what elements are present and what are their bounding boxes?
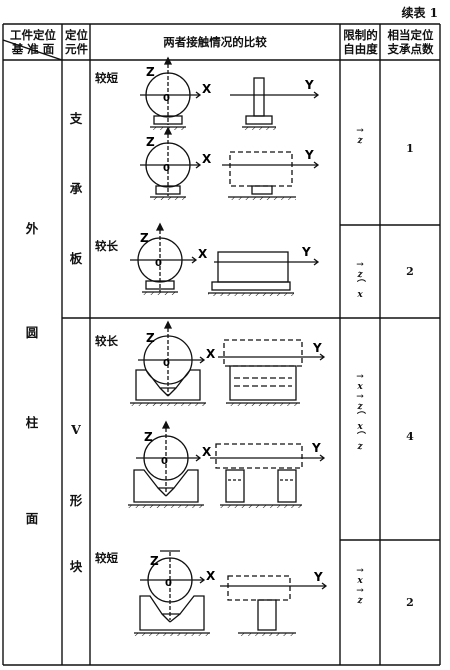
figure-two-vblock-end	[128, 420, 204, 508]
figure-short-plate-side	[230, 77, 320, 130]
axis-z-label: Z	[140, 231, 149, 245]
axis-z-label: Z	[146, 135, 155, 149]
header-locating-element: 定位 元件	[65, 28, 88, 56]
header-datum-surface: 工件定位 基 准 面	[10, 28, 56, 56]
continued-table-label: 续表 1	[401, 6, 438, 20]
points-short-plate: 1	[406, 142, 414, 155]
origin-label: 0	[155, 258, 162, 269]
length-label-short-vblock: 较短	[95, 551, 118, 565]
axis-y-label: Y	[313, 570, 323, 584]
figure-long-vblock-side	[218, 339, 326, 406]
header-constrained-dof: 限制的 自由度	[343, 28, 378, 56]
figure-short-plate-end	[140, 56, 202, 130]
axis-x-label: X	[206, 347, 216, 361]
points-long-plate: 2	[406, 265, 414, 278]
points-short-vblock: 2	[406, 596, 414, 609]
points-vblock-long: 4	[406, 430, 414, 443]
datum-char-1: 外	[25, 221, 39, 236]
length-label-long-plate: 较长	[95, 239, 118, 253]
origin-label: 0	[161, 456, 168, 467]
axis-z-label: Z	[150, 554, 159, 568]
axis-y-label: Y	[304, 148, 314, 162]
header-support-points: 相当定位 支承点数	[387, 28, 434, 56]
v-block-char-2: 形	[69, 493, 83, 508]
origin-label: 0	[163, 358, 170, 369]
figure-short-plate-2-side	[222, 151, 320, 200]
length-label-short-plate: 较短	[95, 71, 118, 85]
length-label-long-vblock: 较长	[95, 334, 118, 348]
figure-long-plate-end	[130, 222, 198, 295]
axis-x-label: X	[202, 152, 212, 166]
axis-z-label: Z	[146, 331, 155, 345]
origin-label: 0	[163, 93, 170, 104]
v-block-char-3: 块	[69, 559, 83, 574]
axis-x-label: X	[198, 247, 208, 261]
axis-y-label: Y	[304, 78, 314, 92]
figure-short-vblock-side	[220, 575, 328, 636]
support-plate-char-2: 承	[69, 181, 83, 196]
figure-long-plate-side	[208, 251, 320, 296]
axis-x-label: X	[202, 445, 212, 459]
figure-long-vblock-end	[130, 320, 206, 406]
origin-label: 0	[163, 163, 170, 174]
figure-two-vblock-side	[210, 443, 326, 508]
datum-char-3: 柱	[25, 415, 39, 430]
header-contact-comparison: 两者接触情况的比较	[163, 35, 267, 49]
axis-y-label: Y	[312, 341, 322, 355]
axis-x-label: X	[206, 569, 216, 583]
axis-y-label: Y	[301, 245, 311, 259]
dof-short-plate: →z	[356, 126, 364, 146]
dof-long-vblock: →x →z ⌒x ⌒z	[355, 372, 365, 452]
axis-x-label: X	[202, 82, 212, 96]
support-plate-char-1: 支	[69, 111, 83, 126]
origin-label: 0	[165, 578, 172, 589]
dof-long-plate: →z ⌒x	[355, 260, 365, 300]
axis-z-label: Z	[146, 65, 155, 79]
datum-char-4: 面	[25, 511, 39, 526]
v-block-char-1: V	[71, 422, 81, 437]
support-plate-char-3: 板	[69, 251, 83, 266]
datum-char-2: 圆	[25, 325, 39, 340]
axis-y-label: Y	[311, 441, 321, 455]
axis-z-label: Z	[144, 430, 153, 444]
figure-short-plate-2-end	[140, 126, 202, 200]
dof-short-vblock: →x →z	[356, 566, 364, 606]
figure-short-vblock-end	[134, 550, 210, 636]
